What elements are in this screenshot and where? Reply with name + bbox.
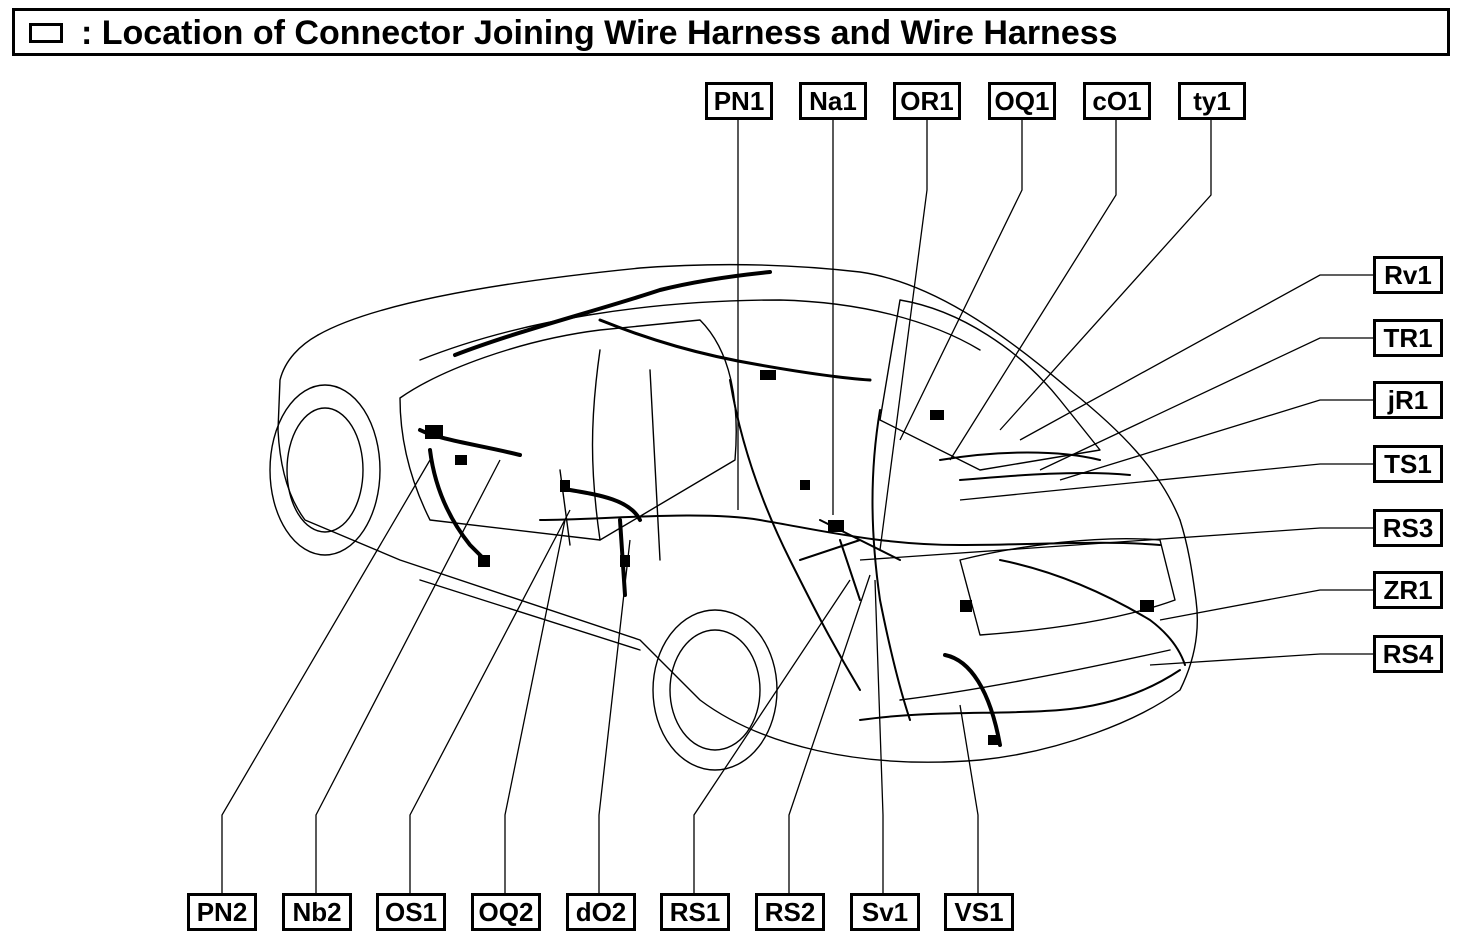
bumper-harness <box>859 669 1181 721</box>
roof-rail <box>419 299 981 361</box>
leader-RS1 <box>693 579 851 893</box>
wheels <box>269 384 778 771</box>
title-bar: : Location of Connector Joining Wire Har… <box>12 8 1450 56</box>
leader-TR1 <box>1039 337 1373 471</box>
car-body <box>277 263 1199 763</box>
connector-block <box>960 600 972 612</box>
rear-window-outline <box>879 299 1101 471</box>
trunk-harness <box>999 559 1186 666</box>
connector-box-icon <box>29 23 63 43</box>
connector-label-zr1: ZR1 <box>1373 571 1443 609</box>
leader-dO2 <box>598 539 631 893</box>
leader-RS4 <box>1149 653 1373 666</box>
diagram-title: : Location of Connector Joining Wire Har… <box>81 14 1118 52</box>
wire-harness <box>418 270 1186 747</box>
connector-label-do2: dO2 <box>566 893 636 931</box>
roof-harness-branch <box>598 318 872 382</box>
leader-PN2 <box>221 459 431 893</box>
connector-label-pn1: PN1 <box>705 82 773 120</box>
rear-wheel-arch <box>652 609 778 771</box>
windshield-outline <box>399 319 737 541</box>
connector-block <box>930 410 944 420</box>
connector-label-ts1: TS1 <box>1373 445 1443 483</box>
connector-label-rs3: RS3 <box>1373 509 1443 547</box>
leader-OQ2 <box>504 519 566 893</box>
bumper-outline <box>899 649 1171 701</box>
leader-OS1 <box>409 509 571 893</box>
floor-harness-3 <box>871 409 911 721</box>
rear-wheel <box>669 629 761 751</box>
car-roof-outline <box>317 263 1181 521</box>
connector-label-rs2: RS2 <box>755 893 825 931</box>
leader-jR1 <box>1059 399 1373 481</box>
connector-label-oq1: OQ1 <box>988 82 1056 120</box>
connector-blocks <box>425 370 1154 745</box>
roof-harness <box>453 270 772 357</box>
front-wheel <box>286 407 364 533</box>
door-line-front <box>559 349 601 546</box>
connector-label-os1: OS1 <box>376 893 446 931</box>
connector-label-rs1: RS1 <box>660 893 730 931</box>
connector-block <box>620 555 630 567</box>
connector-label-na1: Na1 <box>799 82 867 120</box>
connector-block <box>800 480 810 490</box>
leader-OQ1 <box>899 120 1023 441</box>
connector-label-tr1: TR1 <box>1373 319 1443 357</box>
leader-Nb2 <box>315 459 501 893</box>
rear-harness <box>939 451 1131 481</box>
connector-block <box>988 735 998 745</box>
connector-label-sv1: Sv1 <box>850 893 920 931</box>
leader-ty1 <box>999 120 1212 431</box>
leader-TS1 <box>959 463 1373 501</box>
connector-label-or1: OR1 <box>893 82 961 120</box>
connector-label-pn2: PN2 <box>187 893 257 931</box>
leader-RS2 <box>788 574 871 893</box>
leader-OR1 <box>879 120 928 551</box>
leader-RS3 <box>859 527 1373 561</box>
rear-lamp-harness <box>943 653 1002 747</box>
trunk-outline <box>959 538 1176 636</box>
floor-harness-2 <box>729 379 861 691</box>
center-junction <box>799 519 901 601</box>
connector-label-jr1: jR1 <box>1373 381 1443 419</box>
side-sill <box>419 579 641 651</box>
connector-label-vs1: VS1 <box>944 893 1014 931</box>
connector-block <box>425 425 443 439</box>
connector-label-oq2: OQ2 <box>471 893 541 931</box>
leader-Rv1 <box>1019 274 1373 441</box>
connector-label-nb2: Nb2 <box>282 893 352 931</box>
connector-label-rv1: Rv1 <box>1373 256 1443 294</box>
leader-ZR1 <box>1159 589 1373 621</box>
leader-lines <box>221 120 1373 893</box>
leader-VS1 <box>959 704 979 893</box>
leader-cO1 <box>949 120 1117 461</box>
connector-label-rs4: RS4 <box>1373 635 1443 673</box>
connector-block <box>560 480 570 492</box>
connector-block <box>455 455 467 465</box>
connector-block <box>828 520 844 532</box>
connector-label-ty1: ty1 <box>1178 82 1246 120</box>
connector-label-co1: cO1 <box>1083 82 1151 120</box>
front-wheel-arch <box>269 384 381 556</box>
dash-harness <box>418 428 522 562</box>
connector-block <box>760 370 776 380</box>
connector-block <box>478 555 490 567</box>
door-line-rear <box>649 369 661 561</box>
leader-Sv1 <box>874 579 884 893</box>
connector-block <box>1140 600 1154 612</box>
